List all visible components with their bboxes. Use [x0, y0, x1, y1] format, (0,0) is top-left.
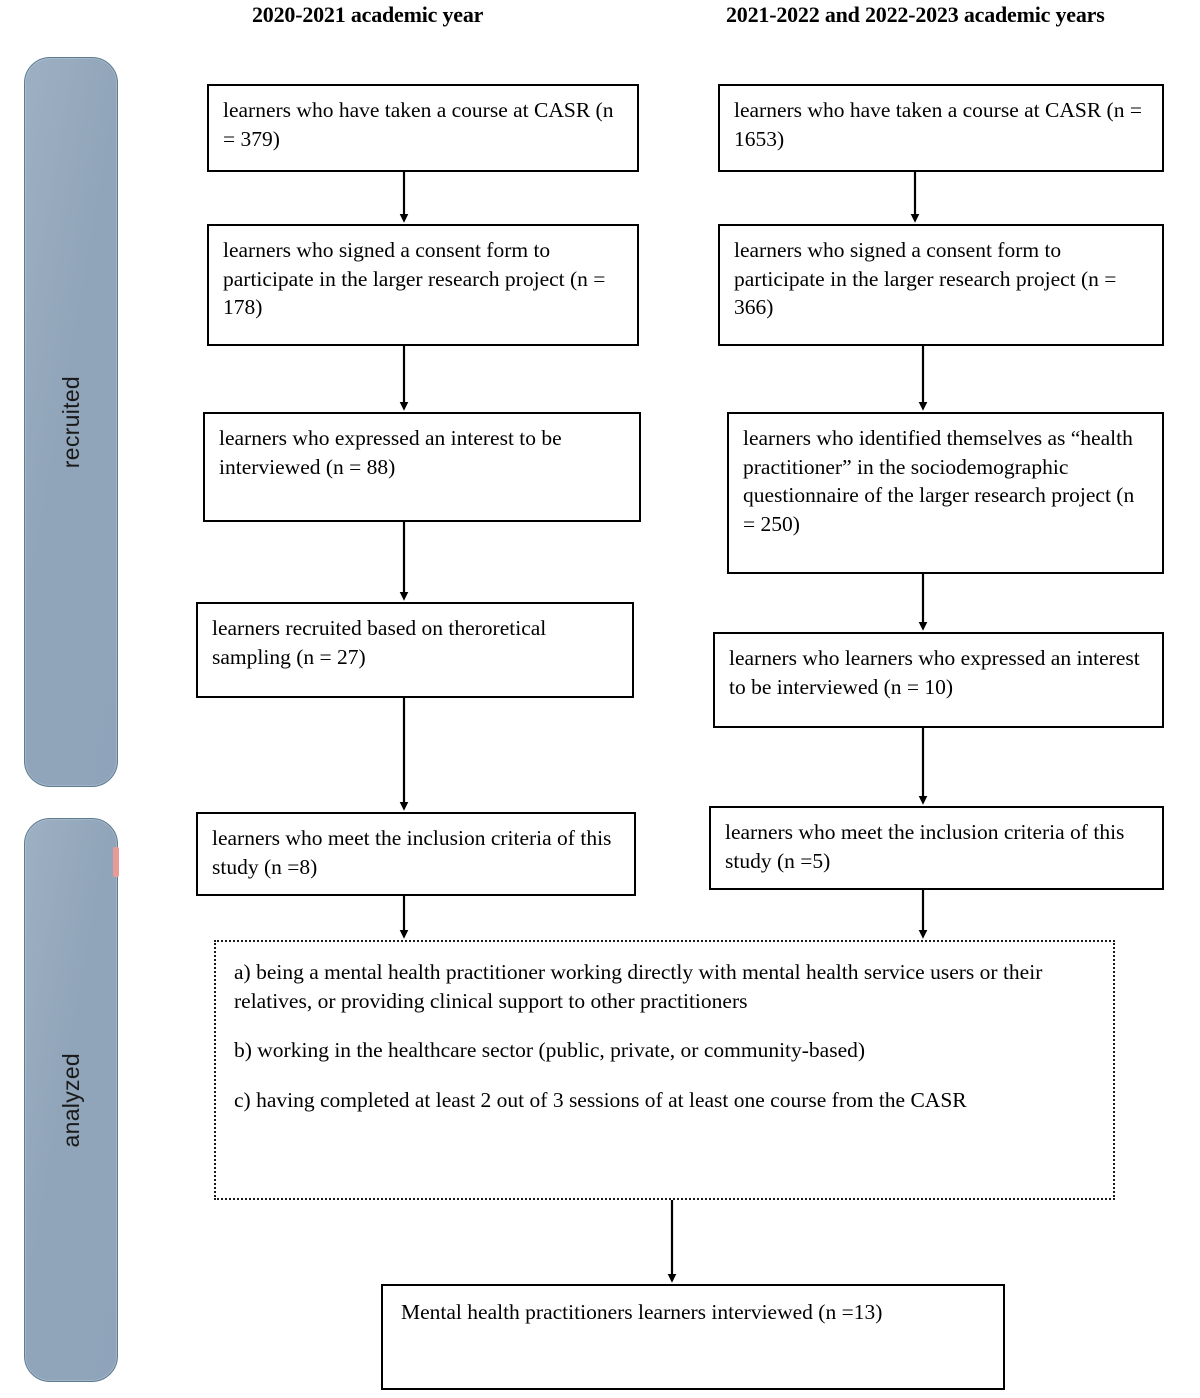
flow-box-text: learners who expressed an interest to be… [219, 426, 562, 479]
flow-box-left-3: learners who expressed an interest to be… [203, 412, 641, 522]
flow-box-final: Mental health practitioners learners int… [381, 1284, 1005, 1390]
flow-box-left-5: learners who meet the inclusion criteria… [196, 812, 636, 896]
flow-box-left-4: learners recruited based on theroretical… [196, 602, 634, 698]
flow-box-left-1: learners who have taken a course at CASR… [207, 84, 639, 172]
flow-box-text: learners who have taken a course at CASR… [223, 98, 614, 151]
column-header-right: 2021-2022 and 2022-2023 academic years [726, 2, 1105, 27]
flow-box-text: learners who identified themselves as “h… [743, 426, 1135, 536]
criteria-item-a: a) being a mental health practitioner wo… [234, 960, 1043, 1013]
flow-box-right-2: learners who signed a consent form to pa… [718, 224, 1164, 346]
stage-marker-tab [113, 847, 119, 877]
flow-box-text: learners who meet the inclusion criteria… [725, 820, 1125, 873]
criteria-item-b: b) working in the healthcare sector (pub… [234, 1038, 866, 1063]
flow-box-left-2: learners who signed a consent form to pa… [207, 224, 639, 346]
inclusion-criteria-box: a) being a mental health practitioner wo… [214, 940, 1115, 1200]
flow-box-right-4: learners who learners who expressed an i… [713, 632, 1164, 728]
flow-box-right-1: learners who have taken a course at CASR… [718, 84, 1164, 172]
flow-box-text: learners who signed a consent form to pa… [734, 238, 1117, 320]
criteria-item-c: c) having completed at least 2 out of 3 … [234, 1087, 967, 1112]
flow-box-text: learners who signed a consent form to pa… [223, 238, 606, 320]
flow-box-right-5: learners who meet the inclusion criteria… [709, 806, 1164, 890]
column-header-left: 2020-2021 academic year [252, 2, 484, 27]
flow-box-text: learners who learners who expressed an i… [729, 646, 1140, 699]
flow-box-text: learners who meet the inclusion criteria… [212, 826, 612, 879]
flow-box-right-3: learners who identified themselves as “h… [727, 412, 1164, 574]
flow-box-text: learners who have taken a course at CASR… [734, 98, 1142, 151]
stage-bar-analyzed: analyzed [24, 818, 119, 1382]
stage-bar-recruited: recruited [24, 57, 118, 787]
flow-box-text: learners recruited based on theroretical… [212, 616, 547, 669]
flow-box-text: Mental health practitioners learners int… [401, 1300, 883, 1324]
